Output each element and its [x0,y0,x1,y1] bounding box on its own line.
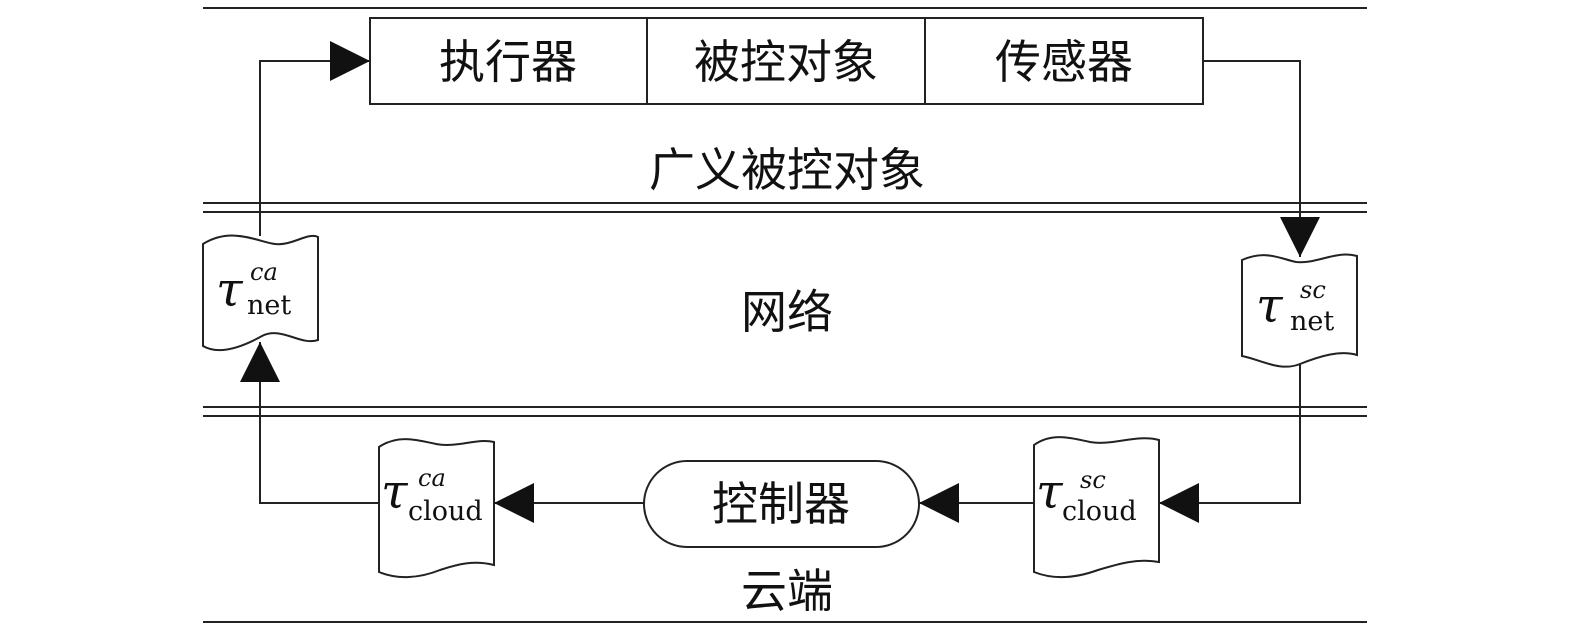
delay-subscript: cloud [408,496,483,527]
delay-net-sc: τ sc net [1241,253,1358,368]
tau-symbol: τ [381,464,409,520]
delay-superscript: ca [418,464,446,492]
actuator-label: 执行器 [439,35,577,89]
delay-net-ca: τ ca net [202,234,319,352]
layer-separators [203,7,1367,623]
arrow-cloud-delay-to-network [240,342,379,504]
tau-symbol: τ [1256,278,1284,334]
delay-superscript: sc [1300,276,1326,304]
delay-subscript: cloud [1062,496,1137,527]
delay-cloud-ca: τ ca cloud [378,438,495,579]
controller: 控制器 [643,460,920,548]
delay-subscript: net [1290,306,1334,337]
network-label: 网络 [741,285,833,339]
plant-block-frame [369,17,1204,105]
generalized-plant: 执行器 被控对象 传感器 广义被控对象 [369,17,1204,197]
delay-superscript: ca [250,258,278,286]
arrow-network-to-cloud-delay [1159,364,1301,523]
controlled-object-label: 被控对象 [694,35,878,89]
delay-document-shape [1241,253,1358,368]
cloud-label: 云端 [741,564,833,618]
delay-subscript: net [247,290,291,321]
generalized-plant-label: 广义被控对象 [649,143,925,197]
delay-superscript: sc [1080,466,1106,494]
arrow-sensor-to-network [1203,60,1320,257]
delay-cloud-sc: τ sc cloud [1033,436,1160,579]
delay-document-shape [378,438,495,579]
signal-paths [240,41,1320,523]
tau-symbol: τ [1036,464,1064,520]
sensor-label: 传感器 [995,35,1133,89]
controller-label: 控制器 [712,477,850,531]
delay-document-shape [1033,436,1160,579]
tau-symbol: τ [216,262,244,318]
arrow-network-to-actuator [259,41,370,236]
